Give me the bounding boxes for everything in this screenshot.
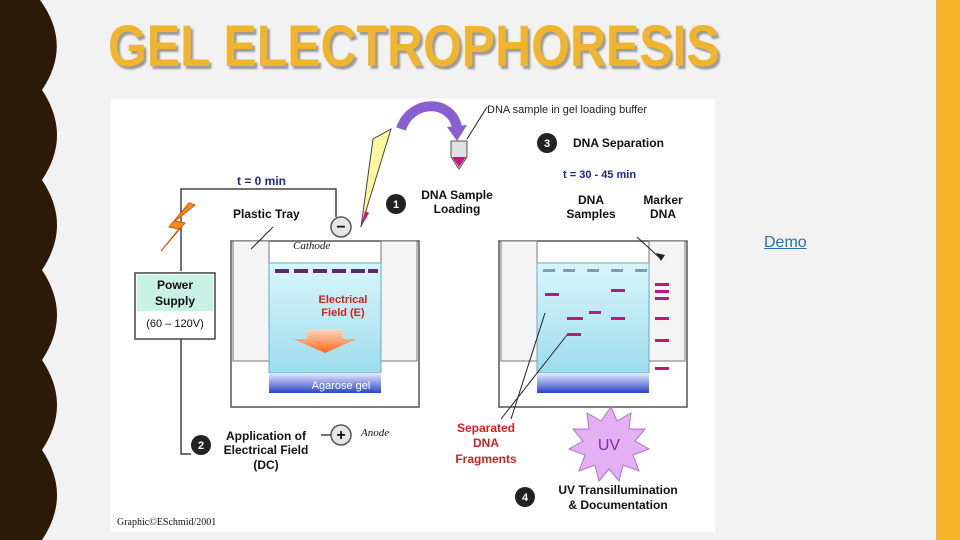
marker-line1: Marker <box>643 193 683 207</box>
dna-bands <box>545 283 669 370</box>
plastic-tray-label: Plastic Tray <box>233 207 300 221</box>
step1-circle <box>386 194 406 214</box>
dna-samples-line1: DNA <box>578 193 604 207</box>
right-gel-tray <box>498 240 688 408</box>
agarose-label: Agarose gel <box>312 380 371 392</box>
dna-samples-line2: Samples <box>566 207 616 221</box>
fragments-line1: Separated <box>457 421 515 435</box>
sample-buffer-label: DNA sample in gel loading buffer <box>487 104 647 116</box>
step4-line2: & Documentation <box>568 498 667 512</box>
step4-circle <box>515 487 535 507</box>
lightning-icon <box>160 202 197 252</box>
step3-circle <box>537 133 557 153</box>
step4-number: 4 <box>522 492 529 504</box>
time-start-label: t = 0 min <box>237 174 286 188</box>
wire-top <box>180 188 249 271</box>
decorative-right-band <box>936 0 960 540</box>
marker-line2: DNA <box>650 207 676 221</box>
step3-number: 3 <box>544 138 550 150</box>
pipette-tip-icon <box>360 127 392 228</box>
field-line2: Field (E) <box>321 307 365 319</box>
step2-line1: Application of <box>226 429 307 443</box>
slide-title: GEL ELECTROPHORESIS <box>108 14 720 79</box>
field-arrow-icon <box>293 329 357 353</box>
cathode-electrode <box>330 216 352 238</box>
step2-number: 2 <box>198 440 204 452</box>
field-line1: Electrical <box>319 294 368 306</box>
anode-label: Anode <box>360 427 389 439</box>
step1-number: 1 <box>393 199 399 211</box>
minus-sign: − <box>336 219 345 236</box>
left-gel-tray <box>230 240 420 408</box>
power-voltage: (60 – 120V) <box>146 318 203 330</box>
step2-line3: (DC) <box>253 458 278 472</box>
curved-arrow-icon <box>396 101 462 132</box>
plus-sign: + <box>336 427 345 444</box>
cathode-label: Cathode <box>293 240 330 252</box>
wire-bottom <box>180 339 191 455</box>
step3-label: DNA Separation <box>573 136 664 150</box>
wells-right <box>543 269 647 272</box>
time-end-label: t = 30 - 45 min <box>563 169 636 181</box>
sample-tube-icon <box>450 140 468 170</box>
uv-burst-icon <box>567 405 651 483</box>
gel-diagram-svg: DNA sample in gel loading buffer 3 DNA S… <box>117 101 688 528</box>
marker-pointer <box>636 236 662 260</box>
gel-electrophoresis-figure: DNA sample in gel loading buffer 3 DNA S… <box>111 99 715 532</box>
fragment-pointer-1 <box>510 312 546 420</box>
credit-label: Graphic©ESchmid/2001 <box>117 517 216 528</box>
wells-left <box>275 269 378 273</box>
tray-pointer <box>250 226 274 250</box>
step2-line2: Electrical Field <box>224 443 309 457</box>
wire-cathode <box>249 188 337 217</box>
demo-link[interactable]: Demo <box>764 234 807 251</box>
step4-line1: UV Transillumination <box>558 483 677 497</box>
power-supply-line2: Supply <box>155 294 195 308</box>
fragments-line3: Fragments <box>455 452 517 466</box>
anode-electrode <box>330 424 352 446</box>
power-supply-line1: Power <box>157 278 193 292</box>
step1-label-line2: Loading <box>434 202 481 216</box>
uv-label: UV <box>598 437 621 454</box>
fragment-pointer-2 <box>500 334 568 420</box>
fragments-line2: DNA <box>473 436 499 450</box>
step1-label-line1: DNA Sample <box>421 188 493 202</box>
step2-circle <box>191 435 211 455</box>
decorative-left-band <box>0 0 57 540</box>
